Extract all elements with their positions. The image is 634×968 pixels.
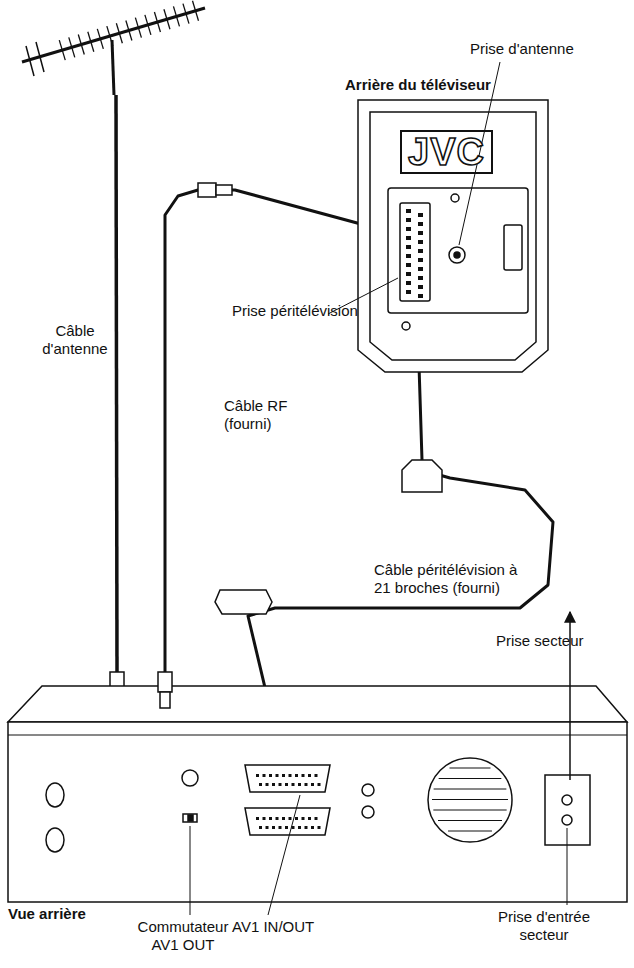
part-label: Prise d'entrée secteur	[494, 908, 594, 944]
node-heading: Arrière du téléviseur	[345, 76, 491, 94]
cable-label: Câble RF (fourni)	[222, 396, 306, 434]
tv-rear	[328, 62, 548, 372]
part-label: Prise d'antenne	[470, 40, 610, 58]
node-heading: Vue arrière	[8, 905, 86, 923]
brand-logo: JVC	[400, 130, 493, 174]
part-label: Prise secteur	[496, 632, 616, 650]
cable-label: Câble d'antenne	[40, 322, 110, 358]
vcr-rear	[8, 612, 627, 915]
cable-plugs	[158, 183, 442, 708]
antenna-cable	[62, 95, 124, 788]
tv-rear-node: Arrière du téléviseurJVC	[345, 72, 560, 377]
part-label: Prise péritélévision	[232, 302, 392, 320]
cable-label: Câble péritélévision à 21 broches (fourn…	[372, 560, 526, 598]
part-label: Commutateur AV1 OUT	[128, 918, 238, 954]
antenna	[22, 1, 205, 95]
part-label: AV1 IN/OUT	[232, 918, 332, 936]
vcr-rear-node: Vue arrière	[8, 685, 178, 925]
